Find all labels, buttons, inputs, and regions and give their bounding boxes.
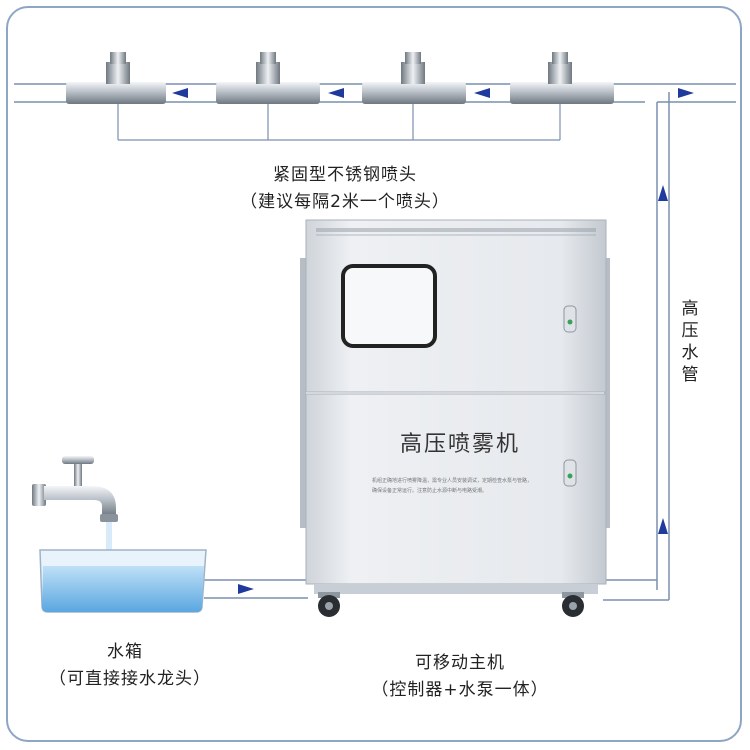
host-title: 可移动主机: [415, 653, 505, 673]
nozzle-assembly-3: [362, 52, 466, 104]
host-note: （控制器+水泵一体）: [371, 680, 549, 700]
flow-arrow-icon: [172, 88, 188, 98]
handle-icon: [563, 459, 577, 487]
flow-arrow-icon: [328, 88, 344, 98]
pipe-label: 高压水管: [681, 299, 699, 385]
inlet-pipe: [204, 579, 308, 599]
nozzle-title: 紧固型不锈钢喷头: [273, 165, 417, 185]
machine-note: 机组正确地进行喷雾降温，需专业人员安装调试，定期检查水泵与管路，确保设备正常运行…: [372, 478, 533, 494]
nozzle-assembly-4: [510, 52, 614, 104]
tank-title: 水箱: [107, 642, 143, 662]
flow-arrow-icon: [238, 584, 254, 594]
flow-arrow-icon: [658, 185, 668, 201]
flow-arrow-icon: [474, 88, 490, 98]
spray-machine: [300, 219, 610, 617]
vertical-pipe: [603, 92, 670, 601]
nozzle-bracket: [117, 104, 561, 141]
caster-wheel-icon: [562, 592, 584, 617]
tank-note: （可直接接水龙头）: [49, 669, 211, 689]
nozzle-assembly-2: [216, 52, 320, 104]
nozzle-note: （建议每隔2米一个喷头）: [240, 192, 450, 212]
water-tank: [39, 549, 207, 613]
caster-wheel-icon: [318, 592, 340, 617]
flow-arrows: [172, 88, 694, 594]
flow-arrow-icon: [658, 518, 668, 534]
handle-icon: [563, 305, 577, 333]
machine-name: 高压喷雾机: [399, 432, 520, 457]
inspection-window: [341, 264, 437, 348]
nozzle-assembly-1: [66, 52, 166, 104]
vent-slots: [316, 228, 596, 236]
flow-arrow-icon: [678, 88, 694, 98]
